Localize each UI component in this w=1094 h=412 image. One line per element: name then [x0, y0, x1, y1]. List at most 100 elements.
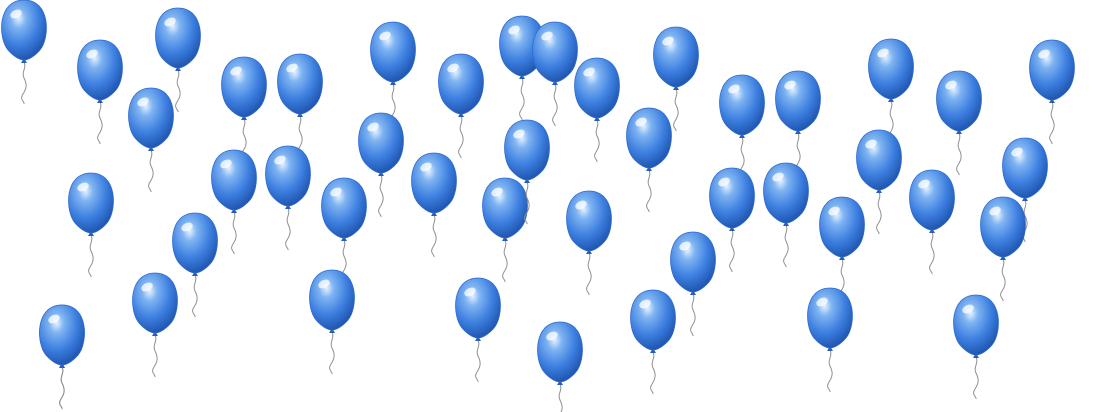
- balloon-highlight: [918, 179, 930, 189]
- balloon-highlight: [420, 162, 432, 172]
- balloon-highlight: [865, 139, 877, 149]
- balloon-knot: [524, 178, 530, 183]
- balloon-string: [519, 77, 525, 121]
- balloon-body: [155, 7, 201, 69]
- balloon: [763, 162, 809, 268]
- balloon-body: [1029, 39, 1075, 101]
- balloon-knot: [175, 66, 181, 71]
- balloon-knot: [690, 290, 696, 295]
- balloon-string: [552, 83, 558, 127]
- balloon: [909, 169, 955, 275]
- balloon: [221, 56, 267, 162]
- balloon-knot: [390, 80, 396, 85]
- balloon: [775, 70, 821, 176]
- balloon-body: [868, 38, 914, 100]
- balloon-highlight: [583, 67, 595, 77]
- balloon-body: [819, 196, 865, 258]
- balloon: [532, 21, 578, 127]
- balloon-highlight: [447, 63, 459, 73]
- balloon: [537, 321, 583, 412]
- balloon-body: [566, 190, 612, 252]
- balloon-body: [411, 152, 457, 214]
- balloon-highlight: [274, 155, 286, 165]
- balloon-string: [97, 101, 103, 145]
- balloon-knot: [650, 348, 656, 353]
- balloon-knot: [956, 129, 962, 134]
- balloon-knot: [519, 74, 525, 79]
- balloon-string: [1049, 101, 1055, 145]
- balloon-body: [653, 26, 699, 88]
- balloon-knot: [502, 236, 508, 241]
- balloon-string: [378, 174, 384, 218]
- balloon-knot: [783, 221, 789, 226]
- balloon: [719, 74, 765, 180]
- balloon-body: [1002, 137, 1048, 199]
- balloon-body: [626, 107, 672, 169]
- balloon-body: [537, 321, 583, 383]
- balloon-highlight: [541, 31, 553, 41]
- balloon-highlight: [491, 187, 503, 197]
- balloon-highlight: [164, 17, 176, 27]
- balloon-highlight: [772, 172, 784, 182]
- balloon-highlight: [220, 159, 232, 169]
- balloon-body: [909, 169, 955, 231]
- balloon-highlight: [77, 182, 89, 192]
- balloon-body: [953, 294, 999, 356]
- balloon-body: [630, 289, 676, 351]
- balloon-highlight: [816, 297, 828, 307]
- balloon-string: [524, 181, 530, 225]
- balloon: [626, 107, 672, 213]
- balloon-body: [370, 21, 416, 83]
- balloon-body: [807, 287, 853, 349]
- balloon-knot: [552, 80, 558, 85]
- balloon-knot: [557, 380, 563, 385]
- balloon-highlight: [513, 129, 525, 139]
- balloon-string: [458, 115, 464, 159]
- balloon-string: [175, 69, 181, 113]
- balloon: [1002, 137, 1048, 243]
- balloon-knot: [341, 236, 347, 241]
- balloon: [321, 177, 367, 283]
- balloon: [172, 212, 218, 318]
- balloon: [936, 70, 982, 176]
- balloon: [132, 272, 178, 378]
- balloon-string: [502, 239, 508, 283]
- balloon: [670, 231, 716, 337]
- balloon-string: [558, 383, 563, 412]
- balloon-knot: [729, 226, 735, 231]
- balloon-highlight: [639, 299, 651, 309]
- balloon-knot: [148, 146, 154, 151]
- balloon-knot: [586, 249, 592, 254]
- balloon-highlight: [828, 206, 840, 216]
- balloon: [77, 39, 123, 145]
- balloon-highlight: [367, 122, 379, 132]
- balloon-highlight: [989, 206, 1001, 216]
- balloon-body: [455, 277, 501, 339]
- balloon: [868, 38, 914, 144]
- balloon-body: [39, 304, 85, 366]
- balloon-highlight: [635, 117, 647, 127]
- balloon-string: [673, 88, 679, 132]
- balloon: [504, 119, 550, 225]
- balloon-highlight: [286, 63, 298, 73]
- balloon-knot: [378, 171, 384, 176]
- balloon-knot: [458, 112, 464, 117]
- balloon: [709, 167, 755, 273]
- balloon-string: [929, 231, 935, 275]
- balloon: [309, 269, 355, 375]
- balloon-highlight: [48, 314, 60, 324]
- balloon-string: [475, 339, 481, 383]
- balloon-knot: [1022, 196, 1028, 201]
- balloon-body: [709, 167, 755, 229]
- balloon-highlight: [679, 241, 691, 251]
- balloon-body: [172, 212, 218, 274]
- balloon: [819, 196, 865, 302]
- balloon: [39, 304, 85, 410]
- balloon-knot: [594, 116, 600, 121]
- balloon-knot: [646, 166, 652, 171]
- balloon-highlight: [1011, 147, 1023, 157]
- balloon-knot: [973, 353, 979, 358]
- balloon-knot: [929, 228, 935, 233]
- balloon-knot: [795, 129, 801, 134]
